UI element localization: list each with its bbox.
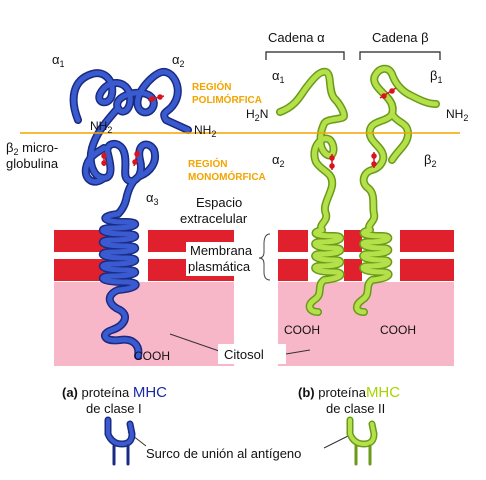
label-beta2-class2: β2: [424, 152, 437, 169]
disulfide-bonds-class2: [329, 87, 397, 170]
label-cooh-class1: COOH: [134, 349, 170, 363]
bracket-cadena-beta: [359, 51, 441, 60]
caption-class2-line2: de clase II: [326, 401, 385, 416]
label-h2n-class2: H2N: [246, 107, 268, 123]
label-alpha2-class2: α2: [272, 152, 285, 169]
caption-class1-line2: de clase I: [86, 401, 142, 416]
label-groove: Surco de unión al antígeno: [146, 446, 301, 461]
label-citosol: Citosol: [224, 347, 264, 362]
label-alpha1-class2: α1: [272, 68, 285, 85]
leader-citosol-right: [285, 349, 311, 355]
bracket-cadena-alpha: [265, 51, 345, 60]
label-cadena-beta: Cadena β: [372, 30, 429, 45]
label-nh2-class1-a: NH2: [90, 119, 112, 135]
citosol-label-bg: [218, 344, 286, 364]
membrane-right: [278, 230, 454, 281]
label-alpha1-class1: α1: [52, 52, 65, 69]
label-espacio-2: extracelular: [180, 211, 248, 226]
label-region-polimorfica-1: REGIÓN: [192, 80, 231, 93]
label-nh2-class1-b: NH2: [194, 123, 216, 139]
label-region-polimorfica-2: POLIMÓRFICA: [192, 93, 262, 106]
groove-icon-class2: [346, 416, 378, 466]
caption-class1-line1: (a) proteína MHC: [62, 384, 167, 401]
label-cooh-class2-b: COOH: [380, 323, 416, 337]
disulfide-bonds-class1: [101, 94, 165, 167]
caption-class2-line1: (b) proteínaMHC: [298, 384, 400, 401]
label-b2-microglobulin-2: globulina: [6, 156, 59, 171]
groove-icon-class1: [104, 416, 136, 466]
bracket-membrane: [258, 233, 271, 281]
label-region-monomorfica-1: REGIÓN: [188, 157, 227, 170]
label-alpha2-class1: α2: [172, 52, 185, 69]
label-region-monomorfica-2: MONOMÓRFICA: [188, 170, 266, 183]
label-cooh-class2-a: COOH: [284, 323, 320, 337]
label-espacio-1: Espacio: [196, 195, 242, 210]
label-nh2-class2: NH2: [446, 107, 468, 123]
label-cadena-alpha: Cadena α: [268, 30, 325, 45]
label-beta1-class2: β1: [430, 68, 443, 85]
membrane-label-bg: [186, 242, 258, 276]
cytosol-box-left: [54, 282, 234, 366]
label-alpha3: α3: [146, 190, 159, 207]
label-b2-microglobulin-1: β2 micro-: [6, 140, 58, 157]
leader-citosol-left: [169, 333, 223, 353]
label-membrana-1: Membrana: [190, 243, 253, 258]
label-membrana-2: plasmática: [188, 259, 251, 274]
